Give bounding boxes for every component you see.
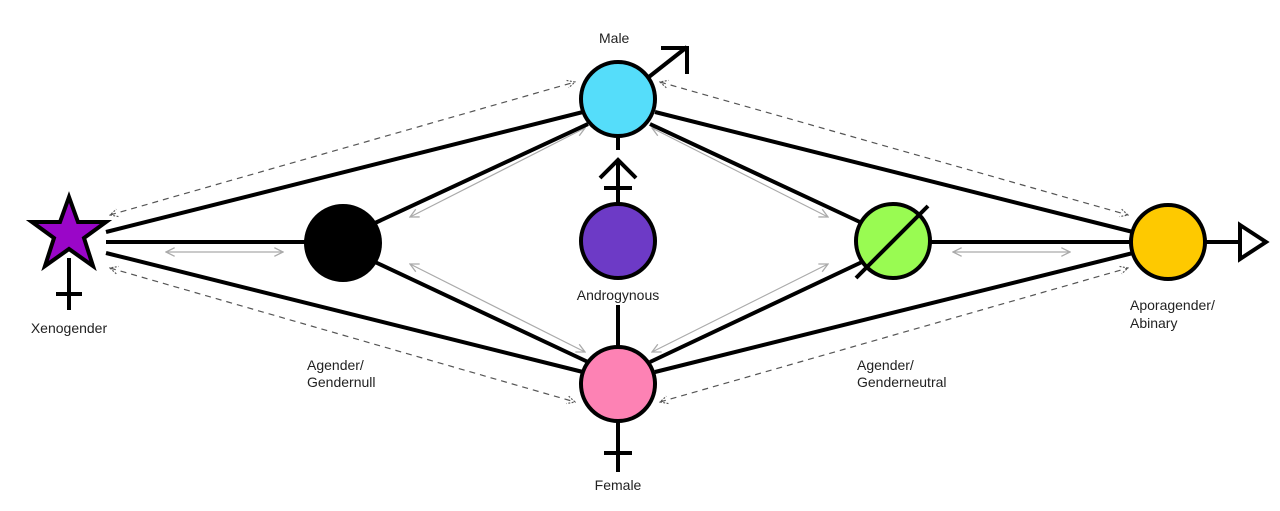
label-aporagender-1: Aporagender/ bbox=[1130, 297, 1215, 313]
edge-xenogender-male bbox=[105, 110, 584, 234]
edge-male-genderneutral bbox=[649, 122, 863, 225]
label-xenogender: Xenogender bbox=[31, 320, 108, 336]
gray-arrow-genderneutral-female bbox=[652, 264, 828, 352]
label-genderneutral-1: Agender/ bbox=[857, 357, 914, 373]
node-female: Female bbox=[579, 345, 657, 493]
label-aporagender-2: Abinary bbox=[1130, 315, 1177, 331]
gray-arrow-gendernull-male bbox=[410, 128, 585, 217]
edge-gendernull-female bbox=[374, 260, 589, 364]
circle-androgynous bbox=[579, 202, 657, 280]
circle-gendernull bbox=[304, 204, 382, 282]
edge-female-genderneutral bbox=[649, 260, 863, 364]
node-male: Male bbox=[579, 30, 689, 138]
label-gendernull-2: Gendernull bbox=[307, 374, 376, 390]
open-triangle-arrow-icon bbox=[1238, 221, 1270, 263]
slash-icon bbox=[854, 204, 930, 280]
star-icon bbox=[25, 191, 113, 272]
dashed-arrows bbox=[110, 82, 1128, 402]
gray-arrows bbox=[166, 128, 1070, 352]
circle-aporagender bbox=[1129, 203, 1207, 281]
circle-male bbox=[579, 60, 657, 138]
dashed-arrow-female-xenogender bbox=[110, 268, 575, 402]
edge-male-aporagender bbox=[654, 110, 1134, 234]
mars-arrow-shaft bbox=[643, 45, 689, 82]
gray-arrow-genderneutral-male bbox=[652, 128, 828, 217]
mars-arrow-head bbox=[661, 46, 689, 74]
solid-edges bbox=[105, 110, 1134, 374]
dashed-arrow-female-aporagender bbox=[660, 268, 1128, 402]
edge-xenogender-female bbox=[105, 251, 584, 374]
node-xenogender: Xenogender bbox=[25, 191, 113, 336]
circle-female bbox=[579, 345, 657, 423]
node-aporagender: Aporagender/ Abinary bbox=[1129, 203, 1270, 331]
gray-arrow-gendernull-female bbox=[410, 264, 585, 352]
node-genderneutral: Agender/ Genderneutral bbox=[854, 202, 947, 390]
edge-gendernull-male bbox=[374, 122, 589, 225]
androgynous-arrow-head bbox=[598, 157, 638, 180]
node-androgynous: Androgynous bbox=[577, 157, 660, 303]
dashed-arrow-male-aporagender bbox=[660, 82, 1128, 215]
edge-female-aporagender bbox=[654, 251, 1134, 374]
label-male: Male bbox=[599, 30, 630, 46]
node-gendernull: Agender/ Gendernull bbox=[304, 204, 382, 390]
label-female: Female bbox=[595, 477, 642, 493]
label-gendernull-1: Agender/ bbox=[307, 357, 364, 373]
label-genderneutral-2: Genderneutral bbox=[857, 374, 947, 390]
dashed-arrow-male-xenogender bbox=[110, 82, 575, 215]
label-androgynous: Androgynous bbox=[577, 287, 660, 303]
